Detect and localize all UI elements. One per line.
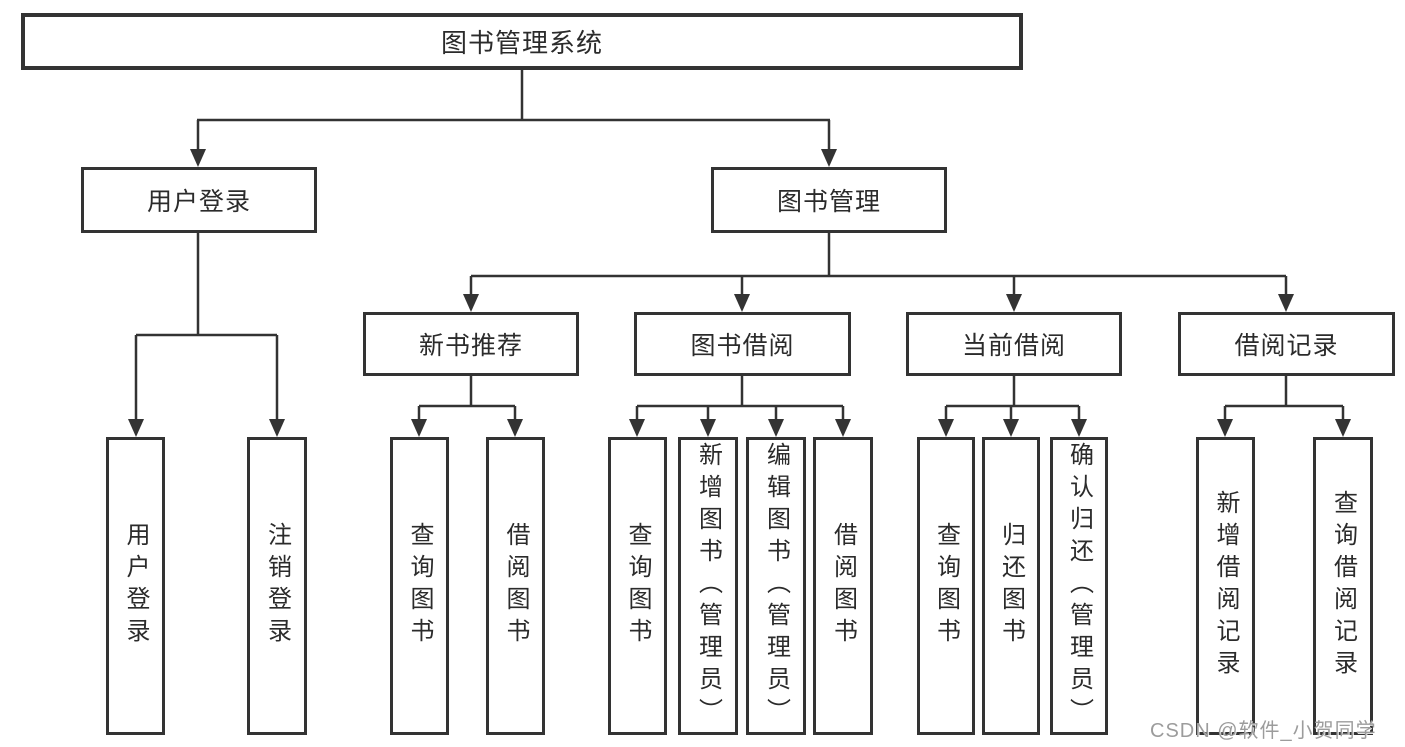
node-current-borrow: 当前借阅 (906, 312, 1122, 376)
node-new-book-recommend: 新书推荐 (363, 312, 579, 376)
leaf-query-books-current: 查询图书 (917, 437, 975, 735)
node-user-login: 用户登录 (81, 167, 317, 233)
leaf-add-book-admin: 新增图书（管理员） (678, 437, 738, 735)
leaf-query-borrow-record: 查询借阅记录 (1313, 437, 1373, 735)
csdn-watermark: CSDN @软件_小贺同学 (1150, 720, 1377, 742)
leaf-confirm-return-admin: 确认归还（管理员） (1050, 437, 1108, 735)
leaf-query-books-borrow: 查询图书 (608, 437, 667, 735)
leaf-return-books: 归还图书 (982, 437, 1040, 735)
leaf-add-borrow-record: 新增借阅记录 (1196, 437, 1255, 735)
leaf-borrow-books: 借阅图书 (813, 437, 873, 735)
leaf-edit-book-admin: 编辑图书（管理员） (746, 437, 806, 735)
node-book-borrow: 图书借阅 (634, 312, 851, 376)
node-library-management-system: 图书管理系统 (21, 13, 1023, 70)
arrowheads (128, 149, 1351, 437)
leaf-borrow-books-recommend: 借阅图书 (486, 437, 545, 735)
node-borrow-records: 借阅记录 (1178, 312, 1395, 376)
leaf-query-books-recommend: 查询图书 (390, 437, 449, 735)
leaf-user-login: 用户登录 (106, 437, 165, 735)
leaf-logout: 注销登录 (247, 437, 307, 735)
node-book-management: 图书管理 (711, 167, 947, 233)
